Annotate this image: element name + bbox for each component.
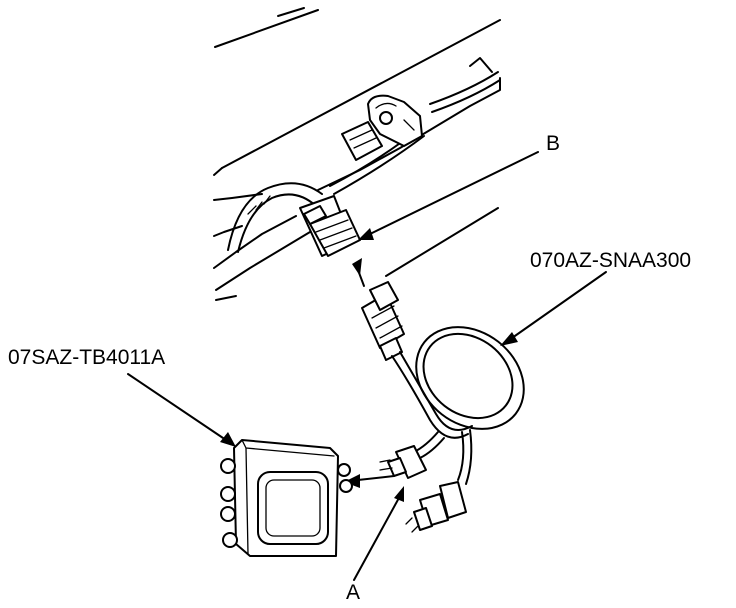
- label-harness-tool: 070AZ-SNAA300: [530, 249, 692, 272]
- harness-tool-connector: [361, 281, 405, 361]
- connector-a: [379, 445, 427, 479]
- sensor: [341, 94, 423, 161]
- connect-arrow-b: [352, 207, 499, 287]
- label-connector-a: A: [346, 581, 361, 604]
- label-connector-b: B: [546, 132, 561, 155]
- label-test-box: 07SAZ-TB4011A: [8, 346, 166, 369]
- vehicle-harness: [227, 71, 501, 253]
- connect-arrow-a: [344, 474, 395, 488]
- spare-plug: [405, 481, 467, 533]
- test-box: [220, 439, 353, 557]
- leader-lines: [127, 151, 607, 581]
- connector-b: [299, 195, 361, 257]
